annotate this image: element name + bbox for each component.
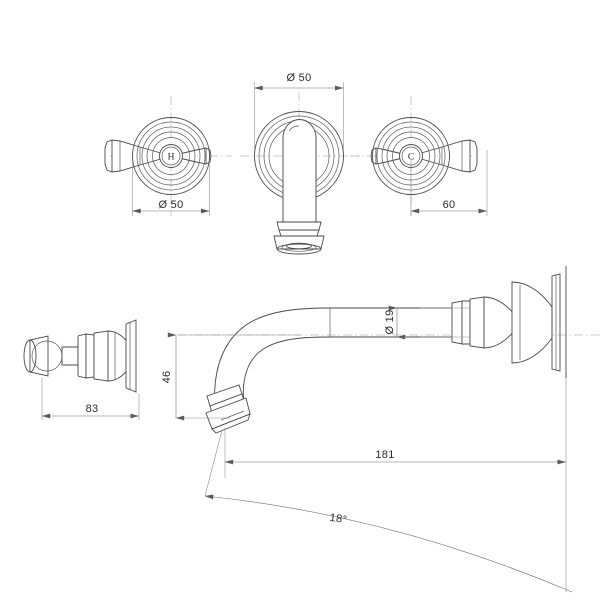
hot-indicator-label: H bbox=[168, 153, 175, 163]
dimension-handle-flange-diameter: Ø 50 bbox=[132, 160, 210, 216]
hot-handle-lever bbox=[104, 139, 212, 173]
spout-projection-text: 181 bbox=[375, 449, 394, 461]
hot-flange-ring-4 bbox=[146, 131, 196, 181]
front-view-cold-handle: C bbox=[350, 96, 478, 216]
handle-lever-length-text: 60 bbox=[443, 199, 456, 211]
handle-projection-text: 83 bbox=[86, 403, 99, 415]
spout-tube-diameter-text: Ø 19 bbox=[384, 309, 396, 334]
spout-flange-diameter-text: Ø 50 bbox=[286, 72, 311, 84]
angle-leader-left bbox=[204, 429, 223, 497]
handle-side-flange bbox=[125, 319, 137, 393]
spout-outlet-side bbox=[205, 384, 251, 434]
outlet-angle-text: 18° bbox=[329, 512, 348, 526]
dimension-handle-projection: 83 bbox=[41, 378, 140, 420]
dimension-spout-outlet-height: 46 bbox=[161, 332, 300, 421]
side-view-handle bbox=[23, 319, 137, 393]
hot-flange-ring-outer bbox=[132, 117, 210, 195]
dimension-spout-flange-diameter: Ø 50 bbox=[254, 72, 344, 150]
spout-outer-profile bbox=[214, 307, 452, 413]
side-view-spout bbox=[178, 266, 600, 434]
handle-side-cap bbox=[23, 339, 37, 373]
angle-arc-ray bbox=[204, 494, 573, 593]
handle-side-band-1 bbox=[77, 333, 87, 379]
spout-tube-highlight bbox=[288, 125, 300, 132]
hot-flange-ring-3 bbox=[141, 126, 201, 186]
handle-side-body bbox=[93, 330, 109, 382]
handle-side-band-2 bbox=[85, 333, 95, 379]
spout-outlet-collar bbox=[273, 221, 325, 255]
hot-button bbox=[159, 144, 183, 168]
spout-wall-flange bbox=[451, 266, 567, 378]
dimension-outlet-angle: 18° bbox=[204, 429, 573, 593]
front-view-spout bbox=[240, 92, 360, 255]
spout-inner-profile bbox=[242, 336, 452, 405]
cold-indicator-label: C bbox=[408, 153, 414, 163]
hot-flange-ring-5 bbox=[152, 137, 190, 175]
hot-flange-ring-2 bbox=[136, 121, 206, 191]
dimension-handle-lever-length: 60 bbox=[410, 150, 488, 216]
front-view-hot-handle: H bbox=[104, 96, 232, 216]
spout-tube-overlay bbox=[282, 119, 317, 225]
cold-handle-lever bbox=[370, 139, 478, 173]
spout-outlet-height-text: 46 bbox=[161, 371, 173, 384]
dimension-spout-tube-diameter: Ø 19 bbox=[384, 305, 470, 340]
hot-button-inner bbox=[161, 146, 181, 166]
handle-flange-diameter-text: Ø 50 bbox=[158, 199, 183, 211]
handle-side-stem bbox=[61, 346, 79, 366]
dimension-spout-projection: 181 bbox=[224, 378, 567, 478]
